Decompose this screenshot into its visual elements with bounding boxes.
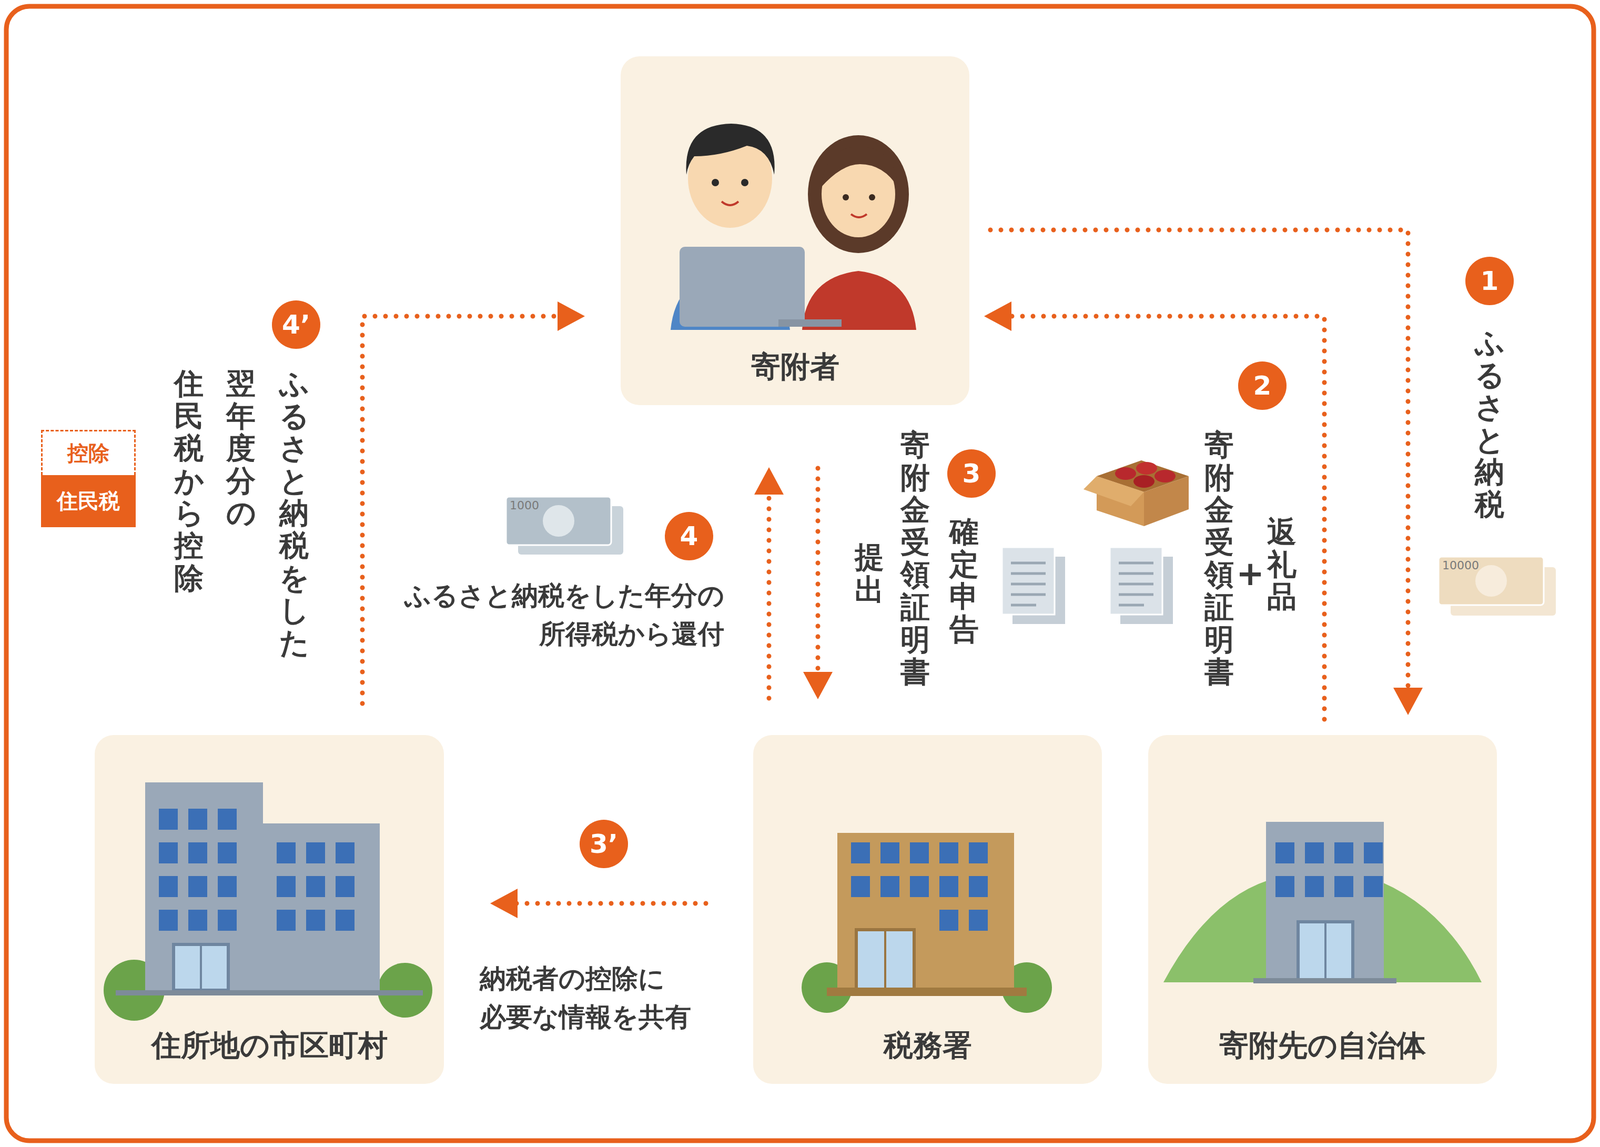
node-title: 控除 bbox=[41, 429, 136, 475]
bill-10000 bbox=[1438, 556, 1556, 616]
deduction-badge: 控除住民税 bbox=[41, 429, 136, 528]
outer-frame bbox=[6, 6, 1594, 1141]
document-icon bbox=[1001, 547, 1066, 624]
callout-number: 4’ bbox=[271, 300, 321, 349]
callout-number: 3 bbox=[947, 449, 996, 498]
dotted-arrow bbox=[491, 900, 706, 906]
flow-note: 提出 bbox=[854, 540, 885, 606]
node-text: 住民税 bbox=[41, 474, 136, 528]
dotted-arrow bbox=[815, 468, 821, 698]
flow-note: 返礼品 bbox=[1267, 515, 1297, 613]
donor-box: 寄附者 bbox=[620, 56, 970, 405]
flow-note: 翌年度分の bbox=[226, 367, 256, 530]
edge-label: 寄附金受領証明書 bbox=[1204, 428, 1234, 688]
callout-number: 3’ bbox=[579, 819, 629, 868]
dotted-arrow bbox=[766, 468, 772, 698]
dotted-arrow bbox=[990, 229, 1409, 714]
callout-number: 1 bbox=[1465, 256, 1514, 306]
city-office-box: 住所地の市区町村 bbox=[94, 734, 444, 1084]
edge-label: ふるさと納税をした年分の 所得税から還付 bbox=[404, 576, 725, 653]
node-title: 住所地の市区町村 bbox=[151, 1027, 388, 1063]
bill-value: 1000 bbox=[509, 498, 540, 512]
bill-1000 bbox=[505, 496, 624, 555]
gift-box bbox=[1083, 460, 1189, 526]
municipality-box: 寄附先の自治体 bbox=[1148, 734, 1497, 1084]
flow-note: 住民税から控除 bbox=[174, 367, 204, 594]
edge-label: ふるさと納税 bbox=[1474, 326, 1505, 521]
node-title: 寄附者 bbox=[751, 348, 840, 384]
document-icon bbox=[1109, 547, 1173, 624]
node-title: 寄附先の自治体 bbox=[1219, 1027, 1426, 1063]
plus-sign: + bbox=[1236, 556, 1265, 591]
edge-label: 納税者の控除に 必要な情報を共有 bbox=[479, 959, 692, 1036]
edge-label: 確定申告 bbox=[949, 515, 979, 645]
dotted-arrow bbox=[985, 316, 1325, 720]
callout-number: 4 bbox=[664, 511, 714, 561]
node-title: 税務署 bbox=[883, 1027, 972, 1063]
flow-note: 寄附金受領証明書 bbox=[900, 428, 930, 688]
edge-label: ふるさと納税をした bbox=[279, 367, 309, 659]
tax-office-box: 税務署 bbox=[753, 734, 1102, 1084]
callout-number: 2 bbox=[1238, 361, 1287, 410]
bill-value: 10000 bbox=[1442, 558, 1480, 572]
